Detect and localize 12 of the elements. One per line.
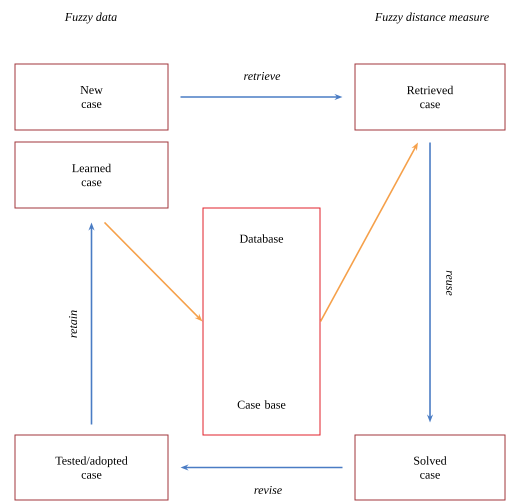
column-heading: Fuzzy distance measure	[374, 12, 489, 24]
process-box: New case	[14, 64, 168, 130]
process-box: Solved case	[354, 434, 506, 500]
edge-label: revise	[252, 484, 284, 496]
process-box: Learned case	[14, 142, 168, 208]
process-box: Retrieved case	[354, 64, 506, 130]
column-heading: Fuzzy data	[64, 12, 117, 24]
edge-label: retrieve	[242, 70, 282, 82]
edge-label: reuse	[445, 269, 453, 297]
process-box: Tested/adopted case	[14, 434, 168, 500]
database-box: Database Case base	[202, 208, 320, 436]
edge-label: retain	[68, 308, 78, 340]
